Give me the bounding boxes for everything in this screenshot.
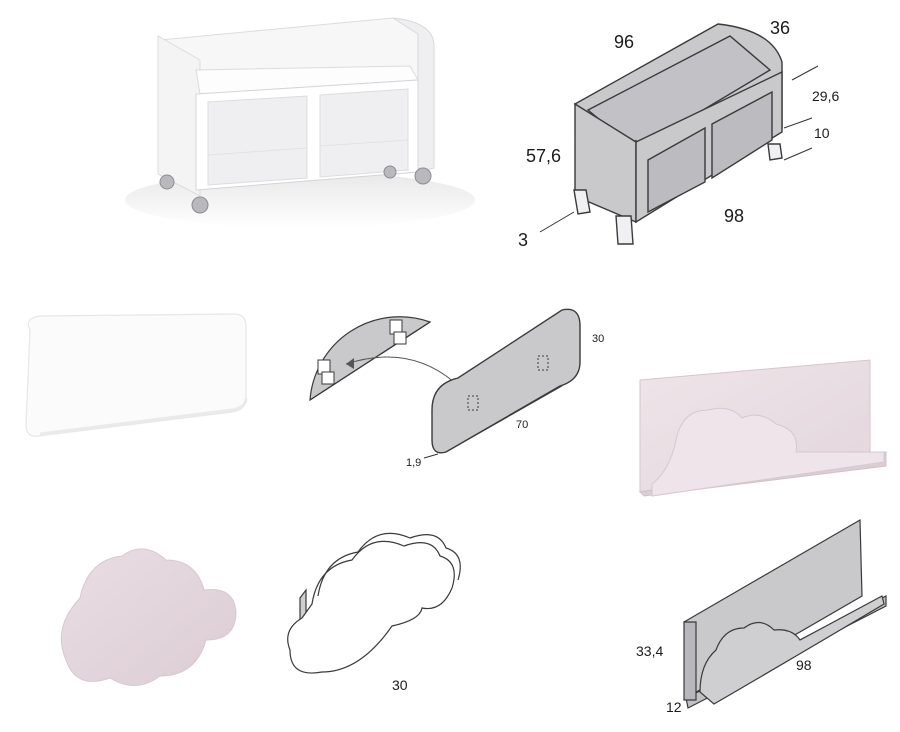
dim-shelf-height: 33,4 (636, 643, 663, 659)
panel-detail-magnifier (309, 316, 471, 402)
dim-depth: 36 (770, 18, 790, 38)
dim-cloud-size: 30 (392, 677, 408, 693)
bench-dimension-lines (539, 65, 819, 233)
cloud-shelf-drawing (683, 518, 887, 709)
cloud-drawing (287, 532, 461, 674)
dim-back-height: 29,6 (812, 88, 839, 104)
cloud-shelf-render (638, 359, 887, 497)
dim-front-width: 98 (724, 206, 744, 226)
dim-leg: 3 (518, 230, 528, 250)
dim-shelf-length: 98 (796, 657, 812, 673)
dim-panel-width: 70 (516, 419, 528, 431)
cloud-render (60, 548, 237, 686)
dim-shelf-depth: 12 (666, 699, 682, 715)
dim-panel-thickness: 1,9 (406, 457, 421, 469)
panel-render (25, 313, 248, 437)
dim-panel-height: 30 (592, 333, 604, 345)
dim-top-width: 96 (614, 32, 634, 52)
panel-drawing (423, 308, 581, 459)
bench-drawing (573, 23, 783, 245)
dim-leg-height: 10 (814, 125, 830, 141)
bench-render (125, 17, 475, 228)
dim-total-height: 57,6 (526, 146, 561, 166)
